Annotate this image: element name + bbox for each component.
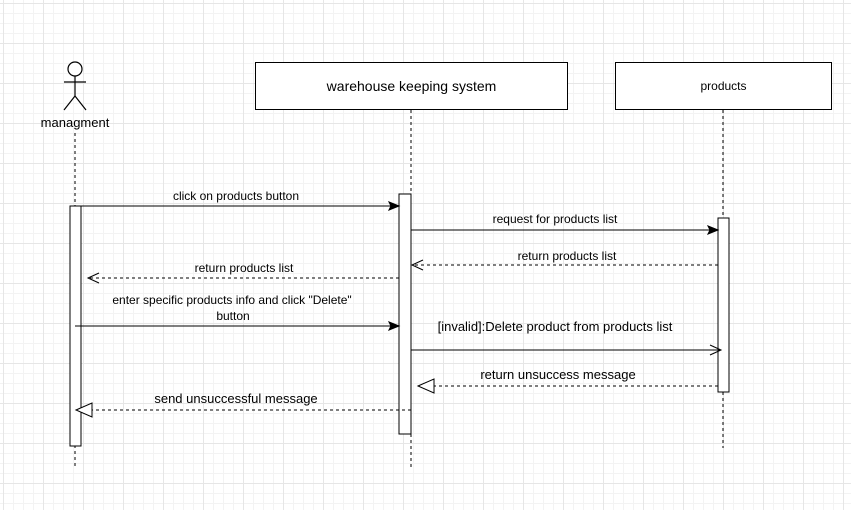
message-label: send unsuccessful message	[154, 391, 318, 406]
message-label: return products list	[194, 261, 294, 275]
message-arrow[interactable]	[411, 344, 723, 356]
return-arrow[interactable]	[410, 259, 718, 271]
message-label: enter specific products info and click "…	[112, 293, 352, 307]
participant-products[interactable]: products	[615, 62, 832, 110]
message-label: return products list	[517, 249, 617, 263]
actor-label: managment	[40, 115, 110, 130]
return-arrow[interactable]	[416, 378, 718, 394]
message-label: click on products button	[172, 189, 300, 203]
message-label: [invalid]:Delete product from products l…	[437, 319, 673, 334]
message-arrow[interactable]	[75, 321, 401, 331]
participant-warehouse-keeping-system[interactable]: warehouse keeping system	[255, 62, 568, 110]
activation-bar-warehouse-keeping-system[interactable]	[398, 193, 412, 435]
message-label: return unsuccess message	[480, 367, 636, 382]
activation-bar-products[interactable]	[717, 217, 730, 393]
message-arrow[interactable]	[81, 201, 401, 211]
return-arrow[interactable]	[74, 402, 411, 418]
actor-stick-figure-icon[interactable]	[63, 61, 87, 111]
message-label-continuation: button	[216, 309, 250, 323]
message-label: request for products list	[492, 212, 618, 226]
participant-label: products	[700, 79, 747, 93]
message-arrow[interactable]	[411, 225, 720, 235]
participant-label: warehouse keeping system	[326, 78, 497, 94]
return-arrow[interactable]	[86, 272, 399, 284]
